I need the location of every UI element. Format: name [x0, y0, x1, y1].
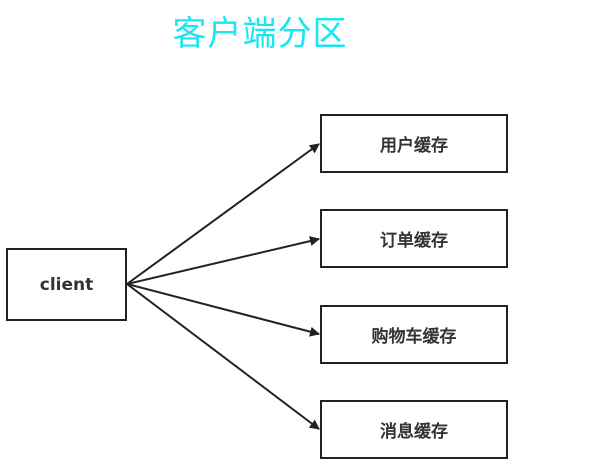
- cart-cache-node: 购物车缓存: [320, 305, 508, 364]
- cart-cache-label: 购物车缓存: [371, 327, 457, 347]
- arrow-client-to-user-cache: [126, 143, 320, 285]
- message-cache-label: 消息缓存: [380, 422, 448, 442]
- order-cache-label: 订单缓存: [380, 231, 448, 251]
- client-node: client: [6, 248, 127, 321]
- diagram-title: 客户端分区: [172, 14, 348, 54]
- order-cache-node: 订单缓存: [320, 209, 508, 268]
- arrow-client-to-cart-cache: [126, 283, 320, 337]
- user-cache-label: 用户缓存: [380, 136, 448, 156]
- user-cache-node: 用户缓存: [320, 114, 508, 173]
- arrow-client-to-order-cache: [126, 236, 320, 285]
- arrow-client-to-message-cache: [126, 283, 320, 430]
- client-node-label: client: [39, 274, 94, 295]
- message-cache-node: 消息缓存: [320, 400, 508, 459]
